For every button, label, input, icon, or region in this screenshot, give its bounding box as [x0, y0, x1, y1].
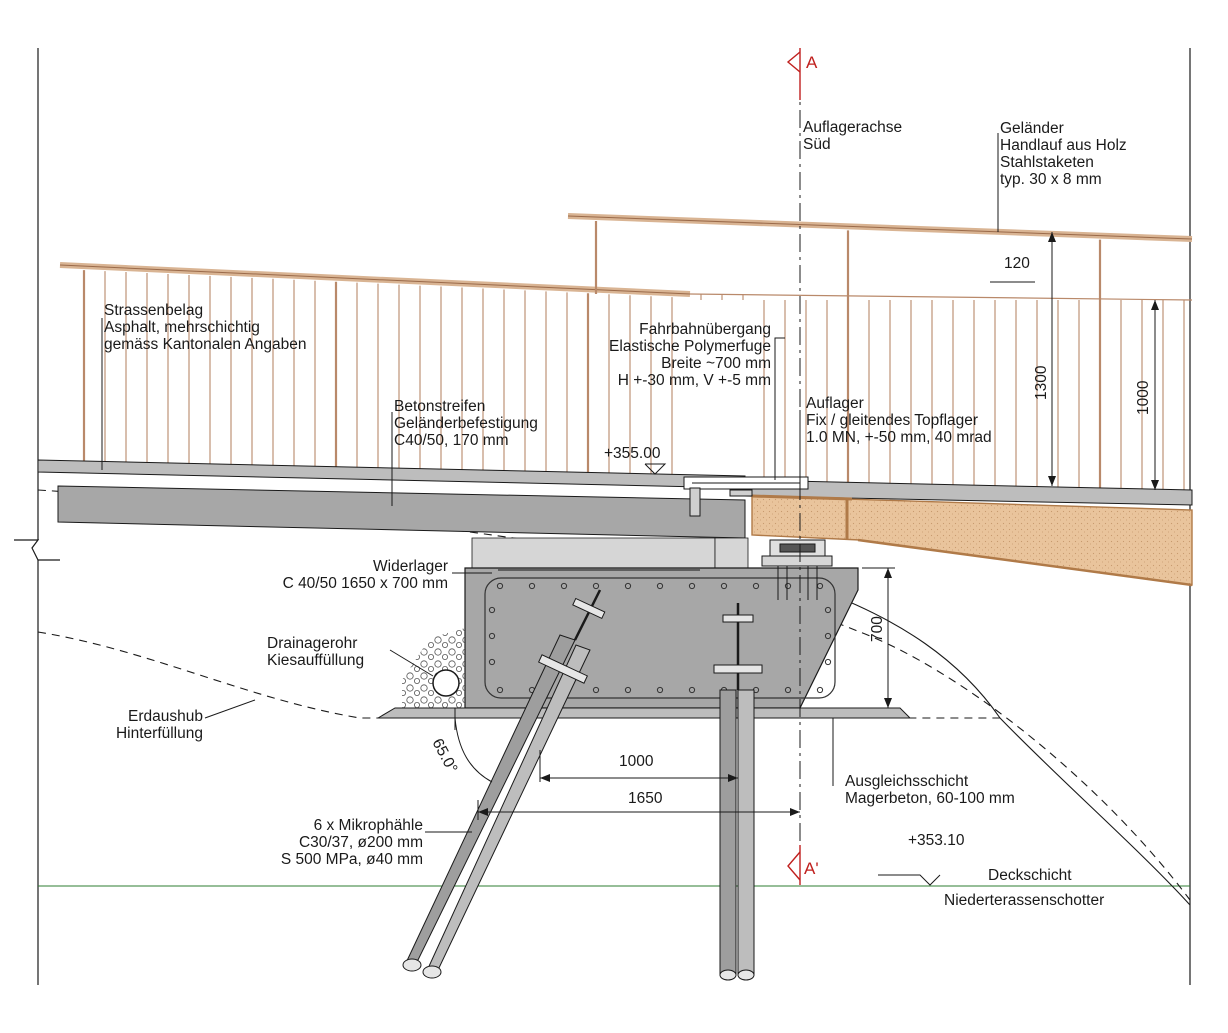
- rebar: [624, 686, 632, 694]
- rebar: [816, 686, 824, 694]
- leader-lines: [101, 133, 999, 886]
- bridge-deck: [744, 479, 1193, 587]
- svg-text:Asphalt, mehrschichtig: Asphalt, mehrschichtig: [104, 319, 260, 336]
- dimension-arrows: [478, 232, 1159, 816]
- dim-angle: 65.0°: [428, 736, 460, 776]
- micropiles-inclined: [402, 589, 606, 979]
- svg-text:Betonstreifen: Betonstreifen: [394, 398, 485, 415]
- svg-text:typ. 30 x 8 mm: typ. 30 x 8 mm: [1000, 171, 1102, 188]
- lean-concrete-layer: [376, 707, 912, 719]
- rebar: [824, 632, 832, 640]
- label-niederterasse: Niederterassenschotter: [944, 892, 1104, 909]
- drainage-pipe: [432, 669, 460, 697]
- rebar: [688, 582, 696, 590]
- rebar: [488, 632, 496, 640]
- svg-text:C 40/50 1650 x 700 mm: C 40/50 1650 x 700 mm: [283, 575, 448, 592]
- svg-text:Handlauf aus Holz: Handlauf aus Holz: [1000, 137, 1127, 154]
- rebar: [688, 686, 696, 694]
- rebar: [784, 582, 792, 590]
- rebar: [560, 582, 568, 590]
- bearing: [761, 539, 833, 600]
- excavation-line: [37, 489, 1191, 901]
- svg-text:Strassenbelag: Strassenbelag: [104, 302, 203, 319]
- rebar: [528, 582, 536, 590]
- rebar: [624, 582, 632, 590]
- svg-text:Auflagerachse: Auflagerachse: [803, 119, 902, 136]
- dimension-lines: [454, 232, 1156, 820]
- level-ground: +353.10: [908, 832, 965, 849]
- svg-text:1.0 MN, +-50 mm, 40 mrad: 1.0 MN, +-50 mm, 40 mrad: [806, 429, 992, 446]
- rebar: [656, 686, 664, 694]
- terrain-line: [37, 631, 1000, 719]
- dim-1000: 1000: [619, 753, 654, 770]
- svg-text:H +-30 mm, V +-5 mm: H +-30 mm, V +-5 mm: [618, 372, 771, 389]
- section-axis: [786, 48, 801, 885]
- rebar: [592, 582, 600, 590]
- rebar: [656, 582, 664, 590]
- svg-text:gemäss Kantonalen Angaben: gemäss Kantonalen Angaben: [104, 336, 307, 353]
- svg-text:Geländer: Geländer: [1000, 120, 1064, 137]
- expansion-joint: [683, 476, 809, 517]
- svg-text:Drainagerohr: Drainagerohr: [267, 635, 357, 652]
- svg-text:Stahlstaketen: Stahlstaketen: [1000, 154, 1094, 171]
- svg-text:Süd: Süd: [803, 136, 831, 153]
- section-mark-a: A: [806, 53, 818, 72]
- label-gelaender: Geländer Handlauf aus Holz Stahlstaketen…: [1000, 120, 1127, 188]
- rebar: [488, 658, 496, 666]
- label-ausgleich: Ausgleichsschicht Magerbeton, 60-100 mm: [845, 773, 1015, 807]
- label-widerlager: Widerlager C 40/50 1650 x 700 mm: [283, 558, 448, 592]
- rebar: [496, 686, 504, 694]
- svg-text:Magerbeton, 60-100 mm: Magerbeton, 60-100 mm: [845, 790, 1015, 807]
- rebar: [784, 686, 792, 694]
- svg-text:Geländerbefestigung: Geländerbefestigung: [394, 415, 538, 432]
- label-deckschicht: Deckschicht: [988, 867, 1072, 884]
- label-auflager: Auflager Fix / gleitendes Topflager 1.0 …: [806, 395, 992, 446]
- label-auflagerachse: Auflagerachse Süd: [803, 119, 902, 153]
- rebar: [824, 606, 832, 614]
- rebar: [496, 582, 504, 590]
- svg-text:C30/37, ø200 mm: C30/37, ø200 mm: [299, 834, 423, 851]
- dim-1300: 1300: [1033, 365, 1050, 400]
- label-erdaushub: Erdaushub Hinterfüllung: [116, 708, 203, 742]
- svg-text:Breite ~700 mm: Breite ~700 mm: [661, 355, 771, 372]
- level-deck: +355.00: [604, 445, 661, 462]
- svg-text:Elastische Polymerfuge: Elastische Polymerfuge: [609, 338, 771, 355]
- railing-left: [59, 262, 691, 475]
- dim-1650: 1650: [628, 790, 663, 807]
- section-mark-a-prime: A': [804, 859, 819, 878]
- rebar: [752, 582, 760, 590]
- svg-text:Widerlager: Widerlager: [373, 558, 448, 575]
- svg-text:Ausgleichsschicht: Ausgleichsschicht: [845, 773, 969, 790]
- rebar: [824, 658, 832, 666]
- svg-text:C40/50, 170 mm: C40/50, 170 mm: [394, 432, 509, 449]
- svg-text:Erdaushub: Erdaushub: [128, 708, 203, 725]
- svg-text:Kiesauffüllung: Kiesauffüllung: [267, 652, 364, 669]
- rebar: [488, 606, 496, 614]
- label-drainage: Drainagerohr Kiesauffüllung: [267, 635, 364, 669]
- label-betonstreifen: Betonstreifen Geländerbefestigung C40/50…: [394, 398, 538, 449]
- slope-line: [819, 589, 1191, 906]
- svg-text:S 500 MPa, ø40 mm: S 500 MPa, ø40 mm: [281, 851, 423, 868]
- dim-700: 700: [869, 616, 886, 642]
- rebar: [592, 686, 600, 694]
- rebar: [720, 582, 728, 590]
- svg-text:Fahrbahnübergang: Fahrbahnübergang: [639, 321, 771, 338]
- label-mikropfaehle: 6 x Mikrophähle C30/37, ø200 mm S 500 MP…: [281, 817, 423, 868]
- micropiles-vertical: [713, 603, 763, 981]
- dim-120: 120: [1004, 255, 1030, 272]
- dim-1000-vertical: 1000: [1135, 380, 1152, 415]
- svg-text:Auflager: Auflager: [806, 395, 864, 412]
- svg-text:6 x Mikrophähle: 6 x Mikrophähle: [314, 817, 423, 834]
- label-fahrbahnuebergang: Fahrbahnübergang Elastische Polymerfuge …: [609, 321, 771, 389]
- railing-right: [567, 213, 1193, 490]
- svg-text:Fix / gleitendes Topflager: Fix / gleitendes Topflager: [806, 412, 978, 429]
- label-strassenbelag: Strassenbelag Asphalt, mehrschichtig gem…: [104, 302, 307, 353]
- drainage-gravel: [402, 628, 465, 708]
- svg-text:Hinterfüllung: Hinterfüllung: [116, 725, 203, 742]
